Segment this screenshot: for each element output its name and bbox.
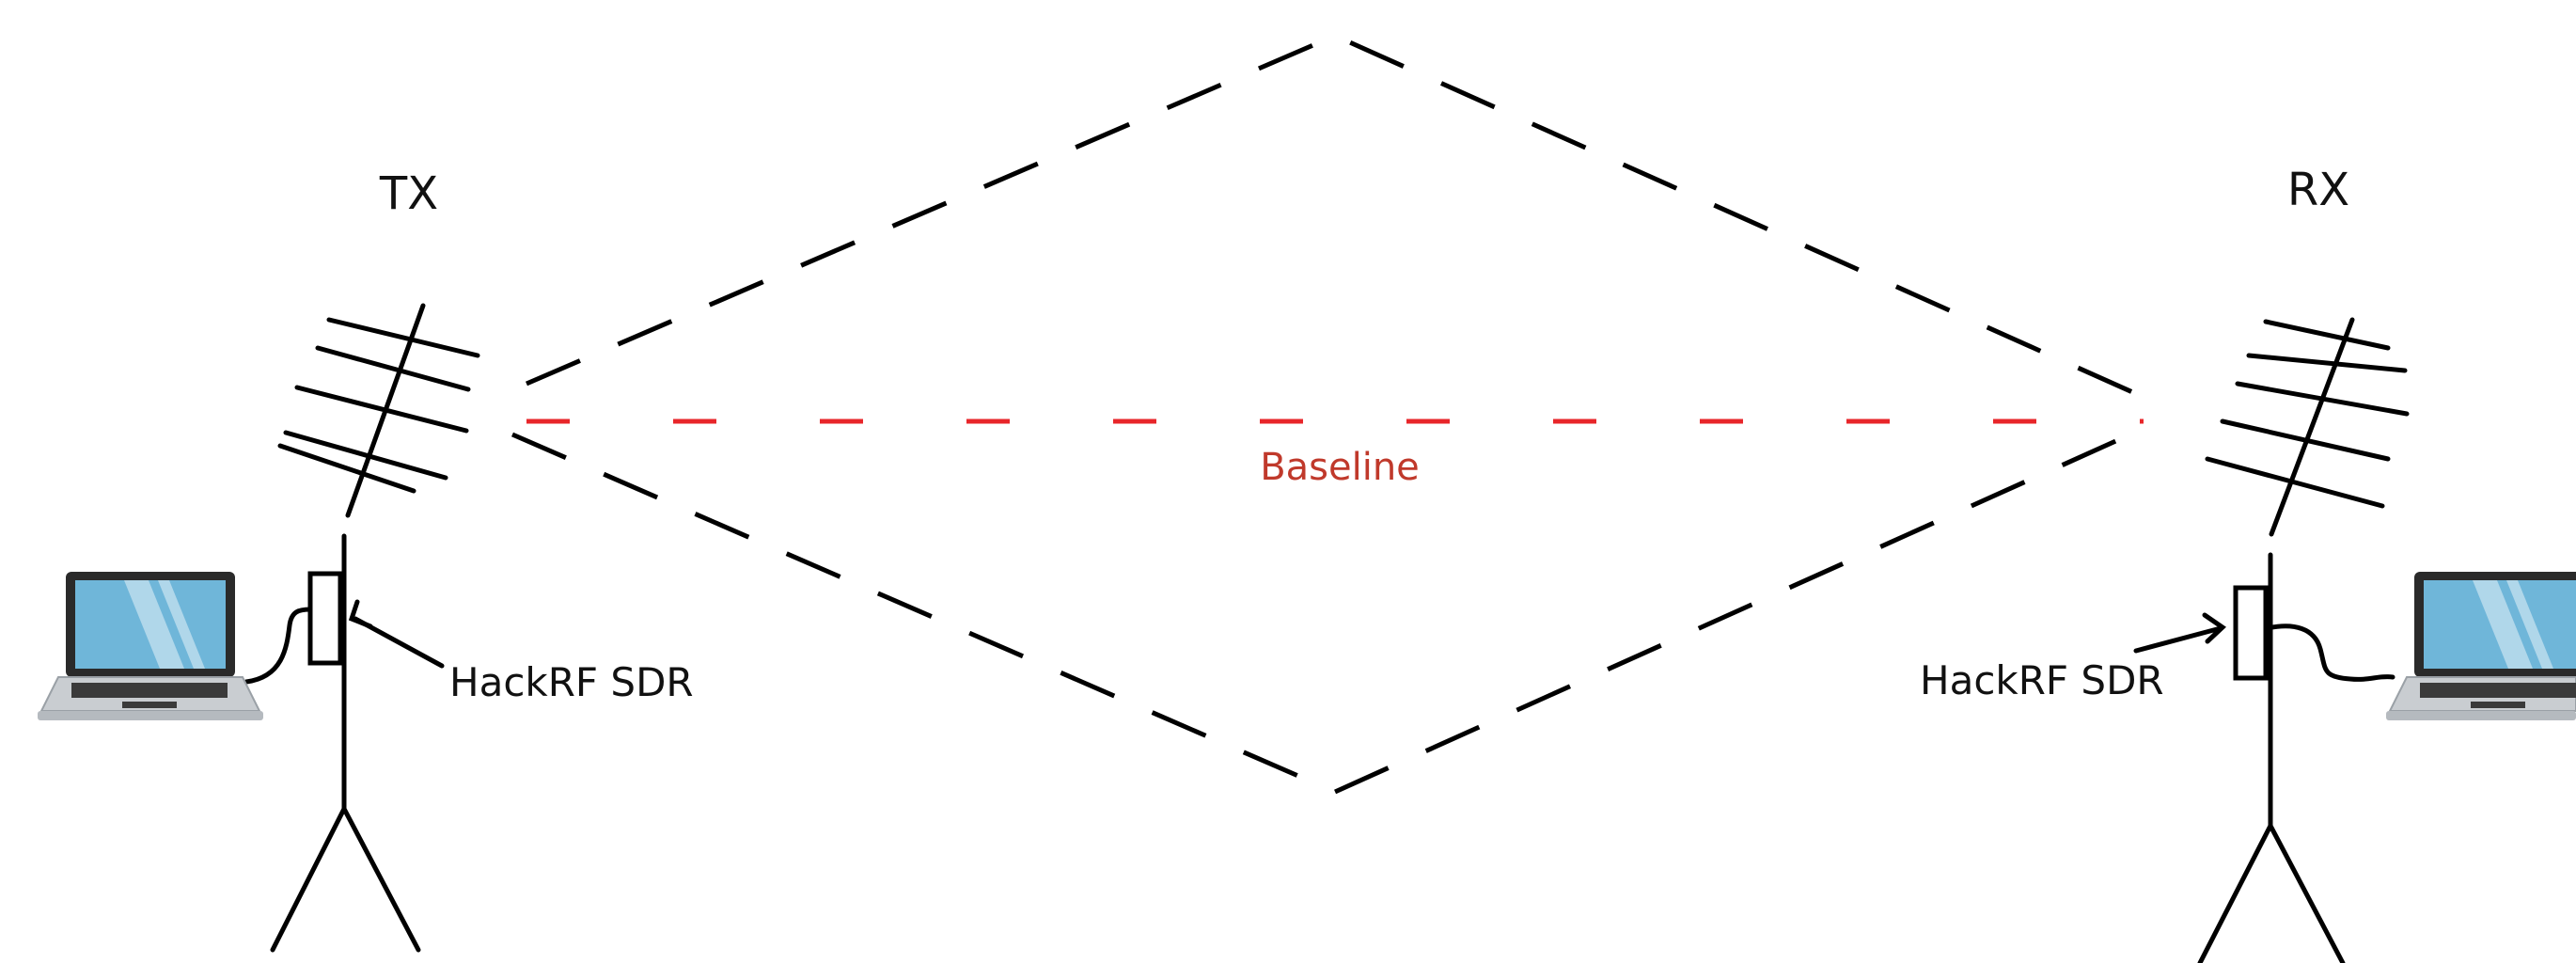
upper-path <box>526 33 2141 398</box>
usb-cable <box>2265 624 2395 682</box>
tripod-icon <box>270 533 421 953</box>
sdr-device-icon <box>2233 585 2269 681</box>
tripod-icon <box>2197 552 2346 963</box>
yagi-antenna-icon <box>277 303 480 518</box>
rx-station: RX HackRF SDR <box>1920 164 2576 963</box>
tx-station: TX HackRF SDR <box>38 167 694 953</box>
laptop-icon <box>38 572 263 720</box>
laptop-icon <box>2386 572 2576 720</box>
tx-label: TX <box>379 167 438 220</box>
rx-label: RX <box>2287 164 2349 216</box>
baseline-group: Baseline <box>526 418 2144 489</box>
yagi-antenna-icon <box>2205 317 2410 537</box>
sdr-device-icon <box>307 571 343 666</box>
propagation-paths <box>511 33 2141 795</box>
usb-cable <box>243 607 313 685</box>
arrow-icon <box>348 599 445 669</box>
rx-device-label: HackRF SDR <box>1920 657 2164 703</box>
tx-device-label: HackRF SDR <box>449 659 694 705</box>
baseline-label: Baseline <box>1260 446 1420 489</box>
arrow-icon <box>2133 612 2226 654</box>
